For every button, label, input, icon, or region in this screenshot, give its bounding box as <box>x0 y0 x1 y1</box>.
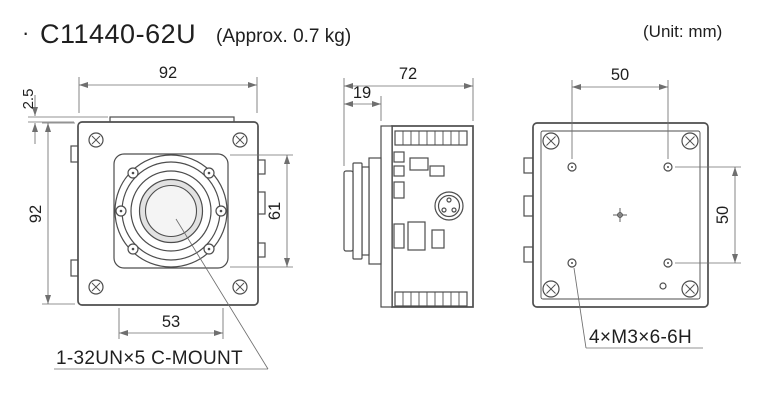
mount-screw <box>127 243 139 255</box>
lens-opening <box>144 184 198 238</box>
corner-screw <box>88 132 104 148</box>
connector-pin <box>451 207 457 213</box>
rear-small-hole <box>659 282 667 290</box>
dimension-label-front-height: 92 <box>27 205 45 223</box>
lens-mount-circle <box>130 170 212 252</box>
side-detail-block <box>393 181 405 199</box>
mount-screw <box>215 205 227 217</box>
side-round-connector <box>434 191 464 221</box>
side-detail-block <box>393 151 405 163</box>
corner-screw <box>542 280 560 298</box>
rear-left-tab <box>523 246 534 263</box>
leader-line <box>175 218 269 370</box>
side-bottom-fins <box>394 291 468 307</box>
rear-left-tab <box>523 195 534 217</box>
center-mark <box>613 208 627 222</box>
page-title: C11440-62U <box>40 19 196 49</box>
mount-screw <box>127 167 139 179</box>
corner-screw <box>681 132 699 150</box>
dimension-label-depth: 72 <box>399 65 417 83</box>
dimension-label-hole-spacing-v: 50 <box>714 206 732 224</box>
c-mount-label: 1-32UN×5 C-MOUNT <box>56 348 243 369</box>
side-usb-connector <box>407 221 426 251</box>
title-bullet: · <box>22 20 29 45</box>
mounting-holes-label: 4×M3×6-6H <box>589 327 692 348</box>
corner-screw <box>232 279 248 295</box>
dimension-label-front-bottom: 53 <box>162 313 180 331</box>
corner-screw <box>88 279 104 295</box>
side-connector-block <box>429 165 445 177</box>
dimension-label-hole-spacing-h: 50 <box>611 66 629 84</box>
connector-pin <box>446 197 452 203</box>
dimension-label-front-width: 92 <box>159 64 177 82</box>
rear-left-tab <box>523 157 534 174</box>
side-detail-block <box>393 223 405 249</box>
front-dimensions: 92 92 2.5 61 53 1-32UN×5 C-MOUNT <box>20 64 293 370</box>
rear-view <box>523 122 709 308</box>
side-dimensions: 72 19 <box>343 65 474 166</box>
side-lens-barrel <box>368 157 382 265</box>
mount-screw <box>203 243 215 255</box>
side-front-plate <box>380 125 393 308</box>
side-cmount-ring <box>343 170 354 252</box>
corner-screw <box>681 280 699 298</box>
side-bottom-fin-lines <box>402 292 460 306</box>
corner-screw <box>542 132 560 150</box>
dimension-label-front-section: 19 <box>353 84 371 102</box>
side-body-outline <box>391 125 474 308</box>
mount-screw <box>115 205 127 217</box>
dimension-label-top-step: 2.5 <box>20 89 37 110</box>
mount-screw <box>203 167 215 179</box>
front-view <box>70 116 266 306</box>
unit-note: (Unit: mm) <box>643 22 722 41</box>
rear-dimensions: 50 50 4×M3×6-6H <box>571 66 741 349</box>
side-lens-spacer <box>361 166 370 256</box>
corner-screw <box>232 132 248 148</box>
connector-pin <box>441 207 447 213</box>
side-detail-block <box>393 165 405 177</box>
side-top-fins <box>394 130 468 146</box>
side-connector-block <box>409 157 429 171</box>
rear-inner-panel <box>540 130 701 300</box>
leader-line <box>573 267 587 349</box>
dimension-label-plate-height: 61 <box>266 202 284 220</box>
side-top-fin-lines <box>402 131 460 145</box>
side-round-connector-inner <box>437 194 461 218</box>
title-weight-note: (Approx. 0.7 kg) <box>216 26 351 47</box>
side-detail-block <box>431 229 445 249</box>
side-view <box>343 125 474 308</box>
side-lens-flange <box>352 162 363 260</box>
